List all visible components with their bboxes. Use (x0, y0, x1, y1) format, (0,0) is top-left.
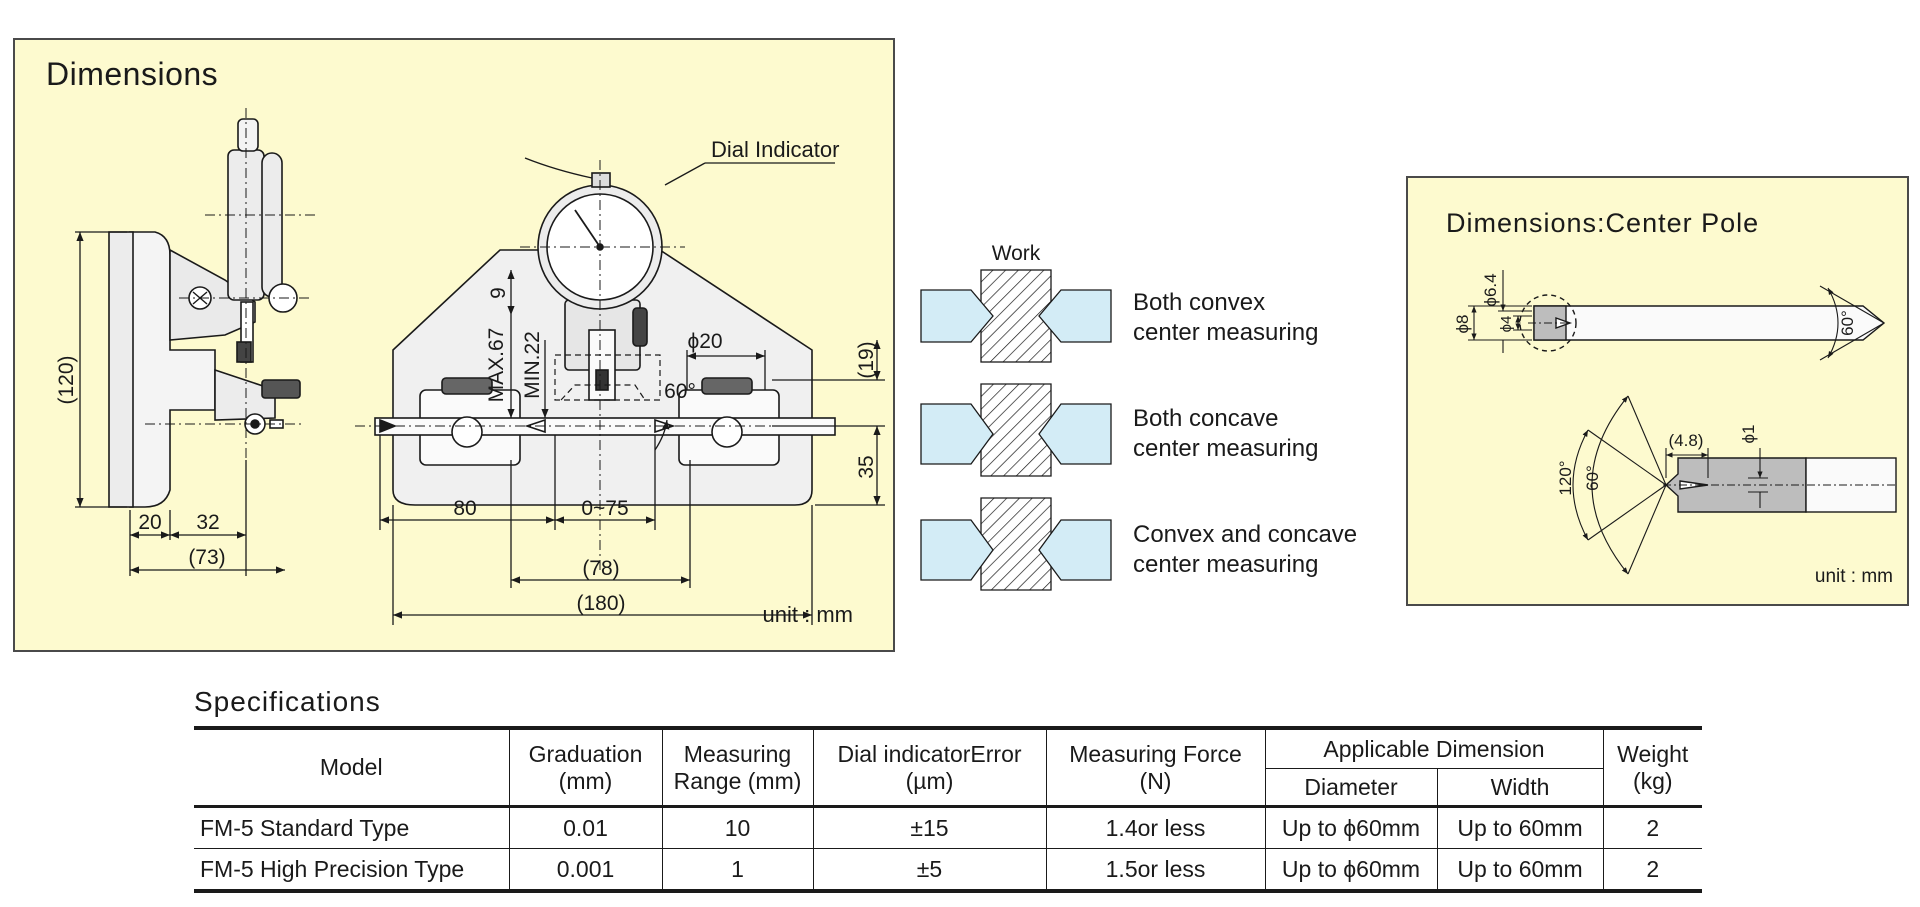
pole-dim-60b: 60° (1583, 465, 1602, 491)
cell-diameter: Up to ϕ60mm (1264, 848, 1438, 892)
cell-force: 1.4or less (1045, 805, 1266, 849)
specifications-title: Specifications (194, 686, 381, 717)
mode-concave-label: Both concave center measuring (1133, 405, 1319, 462)
cell-weight: 2 (1602, 805, 1702, 849)
dim-120: (120) (55, 355, 78, 404)
cell-range: 1 (661, 848, 814, 892)
dim-60deg: 60° (664, 380, 696, 403)
cell-model: FM-5 High Precision Type (194, 848, 510, 892)
header-graduation: Graduation(mm) (508, 728, 663, 807)
dim-min22: MIN.22 (521, 331, 544, 399)
dim-20: 20 (138, 511, 161, 534)
pole-dim-phi1: ϕ1 (1739, 425, 1758, 444)
pole-dim-phi4: ϕ4 (1498, 316, 1515, 333)
center-pole-title: Dimensions:Center Pole (1446, 208, 1760, 238)
header-width: Width (1436, 768, 1603, 807)
dim-9: 9 (487, 287, 510, 299)
center-pole-unit: unit : mm (1814, 566, 1893, 587)
center-pole-drawing: ϕ6.4 ϕ8 ϕ4 60° 120° 60° (4.8) (1453, 270, 1898, 575)
pole-dim-60: 60° (1838, 310, 1857, 336)
table-row: FM-5 High Precision Type 0.001 1 ±5 1.5o… (194, 848, 1702, 892)
side-view (108, 118, 301, 508)
header-force: Measuring Force(N) (1045, 728, 1266, 807)
cell-force: 1.5or less (1045, 848, 1266, 892)
dim-phi20: ϕ20 (687, 330, 722, 353)
cell-range: 10 (661, 805, 814, 849)
pole-dim-4-8: (4.8) (1669, 431, 1704, 450)
header-error: Dial indicatorError(µm) (812, 728, 1047, 807)
dim-78: (78) (582, 557, 619, 580)
front-view (374, 157, 836, 506)
header-diameter: Diameter (1265, 768, 1438, 807)
cell-weight: 2 (1602, 848, 1702, 892)
pole-dim-phi8: ϕ8 (1453, 315, 1472, 334)
cell-model: FM-5 Standard Type (194, 805, 510, 849)
dim-80: 80 (453, 497, 476, 520)
dim-35: 35 (855, 455, 878, 478)
dimensions-drawing: (120) 20 32 (73) (55, 108, 885, 625)
pole-dim-phi64: ϕ6.4 (1481, 273, 1500, 306)
cell-width: Up to 60mm (1436, 848, 1604, 892)
work-modes-drawing: Work (920, 242, 1112, 591)
dimensions-unit: unit : mm (762, 602, 853, 627)
dim-max67: MAX.67 (485, 328, 508, 403)
cell-error: ±15 (812, 805, 1047, 849)
dial-indicator-callout: Dial Indicator (711, 137, 839, 162)
cell-diameter: Up to ϕ60mm (1264, 805, 1438, 849)
work-label: Work (992, 242, 1041, 265)
dim-73: (73) (188, 546, 225, 569)
dimensions-title: Dimensions (46, 56, 219, 92)
dim-180: (180) (576, 592, 625, 615)
pole-dim-120: 120° (1556, 460, 1575, 495)
dimensions-panel: Dimensions (13, 38, 895, 652)
cell-graduation: 0.001 (508, 848, 663, 892)
cell-graduation: 0.01 (508, 805, 663, 849)
table-row: FM-5 Standard Type 0.01 10 ±15 1.4or les… (194, 805, 1702, 849)
header-model: Model (194, 728, 510, 807)
dim-32: 32 (196, 511, 219, 534)
cell-width: Up to 60mm (1436, 805, 1604, 849)
dim-0-75: 0~75 (581, 497, 628, 520)
header-applicable: Applicable Dimension (1264, 728, 1604, 769)
mode-convex-label: Both convex center measuring (1133, 289, 1319, 346)
header-weight: Weight(kg) (1602, 728, 1702, 807)
dim-19: (19) (855, 341, 878, 378)
cell-error: ±5 (812, 848, 1047, 892)
mode-convex-concave-label: Convex and concave center measuring (1133, 521, 1358, 578)
center-pole-panel: Dimensions:Center Pole (1406, 176, 1909, 606)
